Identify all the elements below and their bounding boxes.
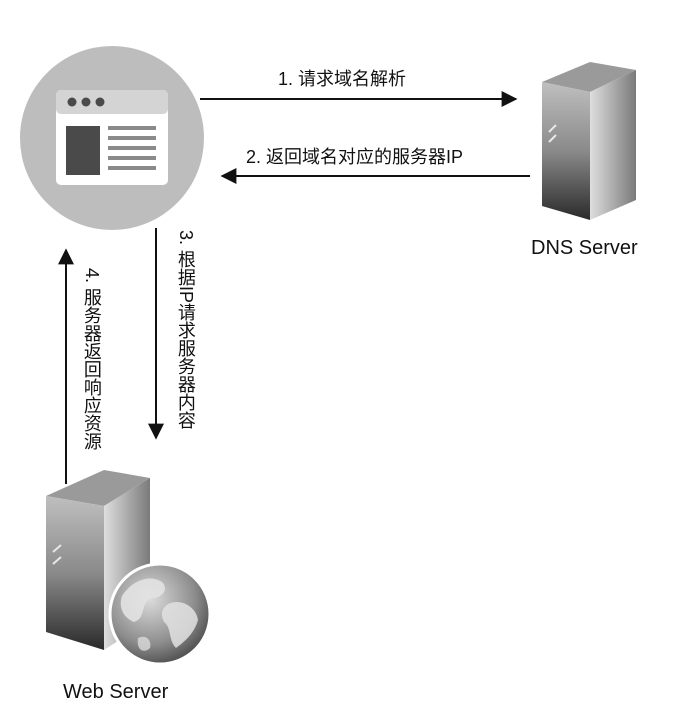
web-server-label: Web Server xyxy=(63,681,169,703)
browser-icon xyxy=(20,46,204,230)
step4-label: 4. 服务器返回响应资源 xyxy=(81,268,102,451)
dns-server-icon xyxy=(542,62,636,220)
step1-label: 1. 请求域名解析 xyxy=(278,69,407,89)
dns-server-label: DNS Server xyxy=(531,237,638,259)
step2-label: 2. 返回域名对应的服务器IP xyxy=(246,147,464,167)
globe-icon xyxy=(108,562,212,666)
step3-label: 3. 根据IP请求服务器内容 xyxy=(175,230,196,430)
